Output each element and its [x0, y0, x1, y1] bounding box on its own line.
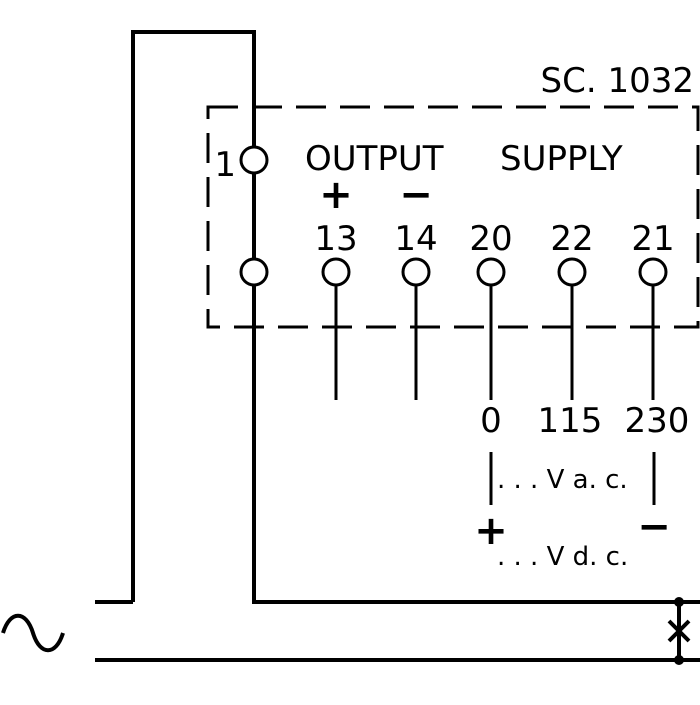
- supply-value-230: 230: [625, 401, 690, 441]
- terminal-20: [476, 257, 506, 400]
- dc-plus-sign: +: [474, 508, 508, 554]
- terminal-22-screw: [557, 257, 587, 287]
- terminal-label-22: 22: [550, 219, 593, 259]
- terminal-21-screw: [638, 257, 668, 287]
- supply-heading: SUPPLY: [500, 139, 623, 179]
- terminal-20-screw: [476, 257, 506, 287]
- output-heading: OUTPUT: [305, 139, 444, 179]
- line-link-node-lower: [674, 655, 684, 665]
- loop-terminal-lower: [239, 257, 269, 287]
- supply-value-115: 115: [538, 401, 603, 441]
- terminal-label-13: 13: [314, 219, 357, 259]
- dc-minus-sign: −: [637, 504, 671, 550]
- ac-source-symbol: [1, 613, 65, 653]
- terminal-14: [401, 257, 431, 400]
- ac-voltage-label: . . . V a. c.: [497, 465, 628, 495]
- line-link-node-upper: [674, 597, 684, 607]
- output-plus-sign: +: [319, 172, 353, 218]
- terminal-label-14: 14: [394, 219, 437, 259]
- dc-voltage-label: . . . V d. c.: [497, 542, 628, 572]
- terminal-13-screw: [321, 257, 351, 287]
- terminal-14-screw: [401, 257, 431, 287]
- line-link-cross-b: [667, 619, 691, 643]
- loop-terminal-label: 1: [214, 145, 236, 185]
- terminal-22: [557, 257, 587, 400]
- instrument-ref-label: SC. 1032: [541, 61, 694, 101]
- instrument-enclosure: [206, 105, 700, 329]
- loop-conductor: [131, 30, 700, 604]
- terminal-label-21: 21: [631, 219, 674, 259]
- output-minus-sign: −: [399, 172, 433, 218]
- terminal-13: [321, 257, 351, 400]
- loop-terminal-upper: [239, 145, 269, 175]
- supply-value-0: 0: [480, 401, 502, 441]
- terminal-21: [638, 257, 668, 400]
- terminal-label-20: 20: [469, 219, 512, 259]
